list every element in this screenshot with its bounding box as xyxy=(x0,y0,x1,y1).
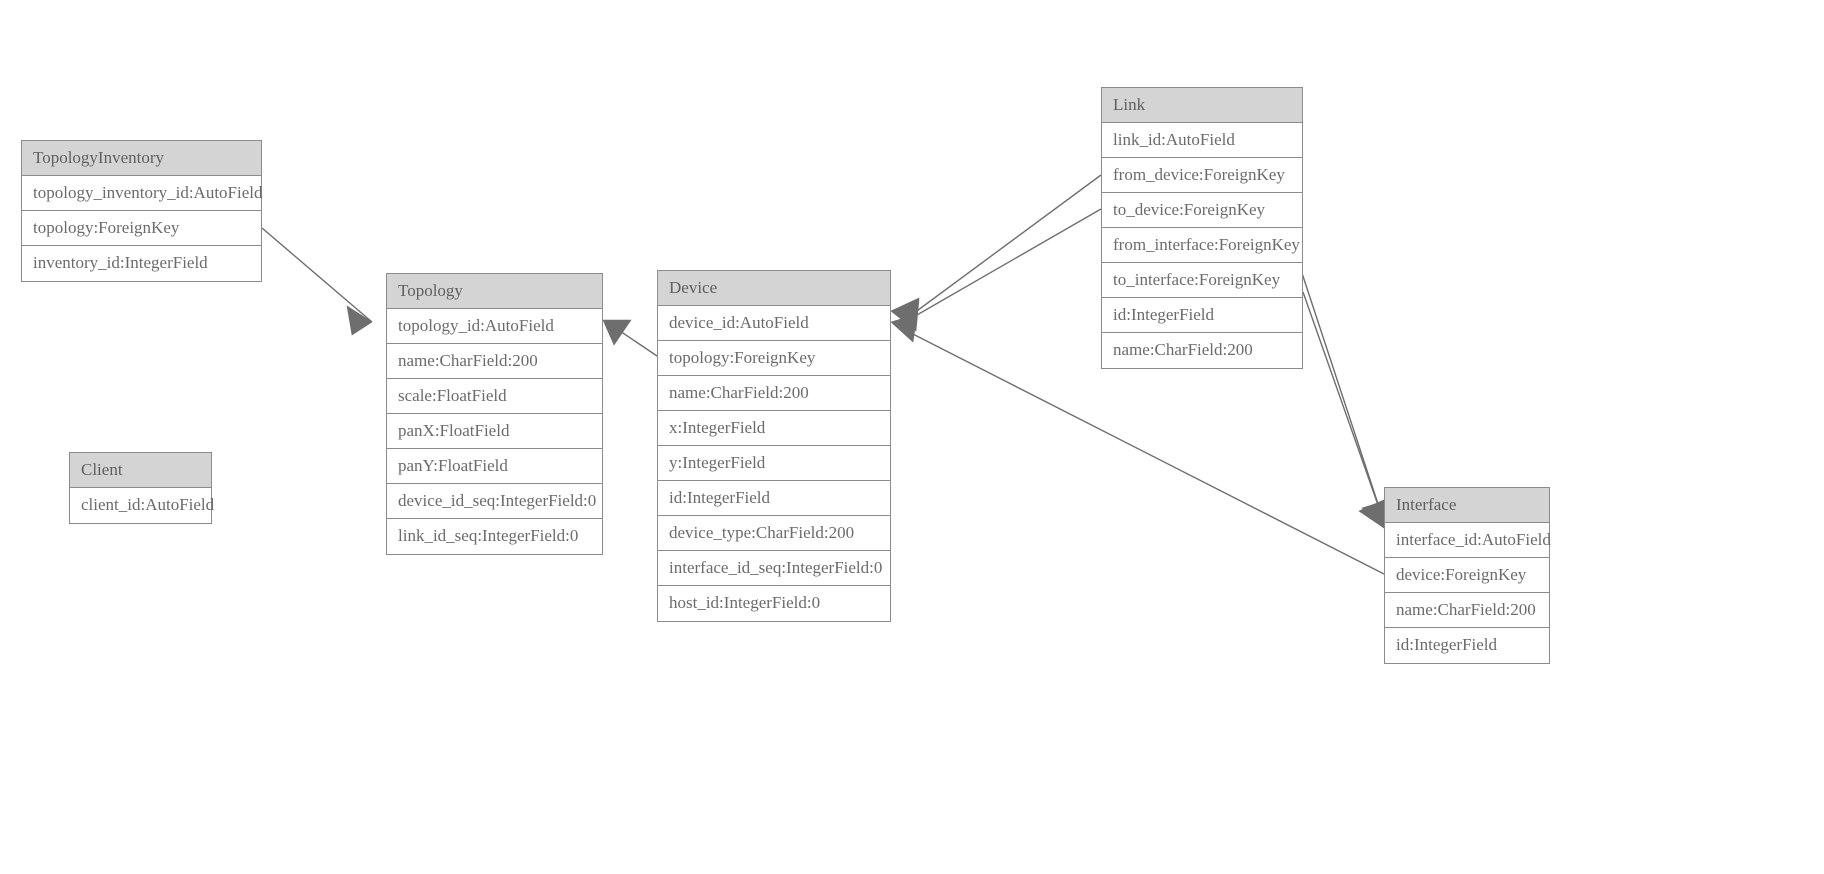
relationship-device-topology xyxy=(602,319,658,357)
relationship-link-to_interface xyxy=(1302,291,1389,529)
relationship-arrowhead xyxy=(1358,498,1387,529)
relationship-arrowhead xyxy=(602,319,632,346)
entity-field-row: panX:FloatField xyxy=(387,414,602,449)
entity-field-row: name:CharField:200 xyxy=(387,344,602,379)
relationship-arrowhead xyxy=(890,313,918,343)
entity-title-topology_inventory: TopologyInventory xyxy=(22,141,261,176)
entity-title-device: Device xyxy=(658,271,890,306)
entity-field-row: id:IntegerField xyxy=(658,481,890,516)
entity-field-row: scale:FloatField xyxy=(387,379,602,414)
entity-field-row: id:IntegerField xyxy=(1102,298,1302,333)
entity-field-row: topology:ForeignKey xyxy=(22,211,261,246)
entity-field-row: to_device:ForeignKey xyxy=(1102,193,1302,228)
relationship-arrowhead xyxy=(890,297,920,330)
entity-field-row: name:CharField:200 xyxy=(1385,593,1549,628)
entity-field-row: device_id_seq:IntegerField:0 xyxy=(387,484,602,519)
entity-field-row: link_id:AutoField xyxy=(1102,123,1302,158)
entity-field-row: device_id:AutoField xyxy=(658,306,890,341)
relationship-link-from_device xyxy=(890,174,1102,330)
entity-field-row: inventory_id:IntegerField xyxy=(22,246,261,281)
relationship-link-to_device xyxy=(890,208,1102,332)
relationship-line xyxy=(1302,291,1385,523)
relationship-line xyxy=(619,330,658,357)
relationship-line xyxy=(1296,257,1384,520)
entity-field-row: client_id:AutoField xyxy=(70,488,214,523)
entity-field-row: id:IntegerField xyxy=(1385,628,1549,663)
relationship-link-from_interface xyxy=(1296,257,1387,529)
entity-field-row: topology_inventory_id:AutoField xyxy=(22,176,263,211)
entity-field-row: name:CharField:200 xyxy=(1102,333,1302,368)
entity-field-row: to_interface:ForeignKey xyxy=(1102,263,1302,298)
entity-field-row: panY:FloatField xyxy=(387,449,602,484)
entity-field-row: x:IntegerField xyxy=(658,411,890,446)
entity-field-row: device_type:CharField:200 xyxy=(658,516,890,551)
entity-field-row: interface_id:AutoField xyxy=(1385,523,1551,558)
relationship-line xyxy=(261,227,373,323)
entity-field-row: host_id:IntegerField:0 xyxy=(658,586,890,621)
relationship-arrowhead xyxy=(346,305,373,336)
entity-title-client: Client xyxy=(70,453,211,488)
entity-field-row: topology:ForeignKey xyxy=(658,341,890,376)
entity-field-row: name:CharField:200 xyxy=(658,376,890,411)
entity-title-topology: Topology xyxy=(387,274,602,309)
entity-field-row: interface_id_seq:IntegerField:0 xyxy=(658,551,890,586)
relationship-line xyxy=(909,174,1102,317)
entity-field-row: y:IntegerField xyxy=(658,446,890,481)
entity-title-link: Link xyxy=(1102,88,1302,123)
entity-field-row: device:ForeignKey xyxy=(1385,558,1549,593)
entity-field-row: link_id_seq:IntegerField:0 xyxy=(387,519,602,554)
entity-title-interface: Interface xyxy=(1385,488,1549,523)
entity-field-row: from_device:ForeignKey xyxy=(1102,158,1302,193)
entity-field-row: from_interface:ForeignKey xyxy=(1102,228,1302,263)
relationship-arrowhead xyxy=(890,299,920,332)
relationship-line xyxy=(909,208,1102,320)
entity-field-row: topology_id:AutoField xyxy=(387,309,602,344)
relationship-topologyinventory-topology xyxy=(261,227,373,336)
